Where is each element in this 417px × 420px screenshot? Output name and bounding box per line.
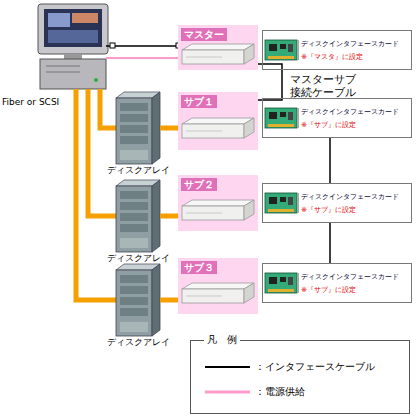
disk-array-tower — [116, 180, 160, 252]
note-label: Fiber or SCSI — [2, 96, 59, 109]
unit-band: サブ２ — [178, 175, 258, 231]
unit-band: サブ１ — [178, 92, 258, 150]
note-label: マスターサブ 接続ケーブル — [290, 73, 362, 99]
interface-card-box: ディスクインタフェースカード ※『サブ』に設定 — [262, 183, 412, 223]
card-icon — [265, 40, 299, 60]
fiber-cable — [160, 298, 178, 303]
interface-cable — [329, 138, 331, 183]
unit-band: サブ３ — [178, 258, 258, 314]
disk-array-label: ディスクアレイ — [107, 337, 170, 348]
interface-cable — [329, 223, 331, 263]
band-ground — [178, 92, 258, 150]
interface-card-box: ディスクインタフェースカード ※『サブ』に設定 — [262, 98, 412, 138]
disk-array-label: ディスクアレイ — [107, 165, 170, 176]
device — [182, 118, 254, 138]
disk-array-label: ディスクアレイ — [107, 253, 170, 264]
card-name: ディスクインタフェースカード — [301, 38, 399, 49]
card-name: ディスクインタフェースカード — [301, 191, 399, 202]
unit-heading: マスター — [181, 28, 227, 41]
legend-title: 凡 例 — [204, 333, 240, 346]
card-name: ディスクインタフェースカード — [301, 106, 399, 117]
power-cable — [106, 57, 178, 59]
interface-cable — [106, 45, 183, 47]
disk-array: ディスクアレイ — [116, 264, 160, 336]
band-ground — [178, 25, 258, 70]
screen — [44, 9, 102, 47]
unit-heading: サブ３ — [181, 261, 217, 274]
unit-band: マスター — [178, 25, 258, 70]
fiber-cable — [100, 89, 116, 128]
fiber-cable — [160, 214, 178, 219]
device — [182, 283, 254, 303]
monitor — [38, 4, 108, 54]
device — [182, 200, 254, 220]
legend-sample-line — [205, 366, 250, 368]
card-setting-note: ※『サブ』に設定 — [301, 204, 356, 215]
band-ground — [178, 175, 258, 231]
disk-array: ディスクアレイ — [116, 180, 160, 252]
card-setting-note: ※『サブ』に設定 — [301, 119, 356, 130]
legend-sample-line — [205, 391, 250, 394]
card-setting-note: ※『サブ』に設定 — [301, 284, 356, 295]
fiber-cable — [160, 126, 178, 131]
disk-array: ディスクアレイ — [116, 92, 160, 164]
card-name: ディスクインタフェースカード — [301, 271, 399, 282]
interface-card-box: ディスクインタフェースカード ※『サブ』に設定 — [262, 263, 412, 303]
device — [182, 44, 254, 64]
card-icon — [265, 193, 299, 213]
card-setting-note: ※『マスタ』に設定 — [301, 51, 363, 62]
legend-text: ：インタフェースケーブル — [255, 360, 375, 373]
fiber-cable — [76, 89, 116, 300]
fiber-cable — [88, 89, 116, 216]
band-ground — [178, 258, 258, 314]
disk-array-tower — [116, 92, 160, 164]
unit-heading: サブ２ — [181, 178, 217, 191]
interface-card-box: ディスクインタフェースカード ※『マスタ』に設定 — [262, 30, 412, 70]
pc-body — [40, 59, 106, 89]
disk-array-tower — [116, 264, 160, 336]
legend-text: ：電源供給 — [255, 385, 305, 398]
unit-heading: サブ１ — [181, 95, 217, 108]
card-icon — [265, 108, 299, 128]
legend-box — [190, 340, 410, 414]
card-icon — [265, 273, 299, 293]
